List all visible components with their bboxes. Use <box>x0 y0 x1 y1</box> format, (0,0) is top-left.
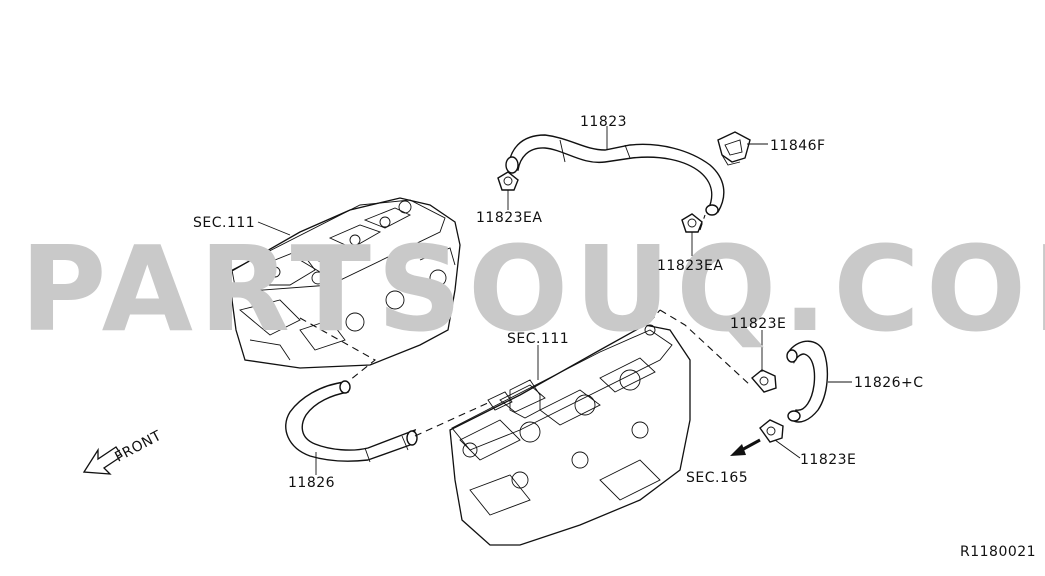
clip-11823ea-right <box>681 213 703 233</box>
leader-lines <box>257 126 852 475</box>
engine-block-upper <box>229 197 461 369</box>
label-11846f: 11846F <box>770 138 826 154</box>
label-sec111-upper: SEC.111 <box>193 215 255 231</box>
label-11823ea-right: 11823EA <box>657 258 723 274</box>
arrow-sec165 <box>730 438 761 456</box>
watermark: PARTSOUQ.COM <box>20 220 1045 358</box>
hose-11826 <box>285 380 418 463</box>
clip-11823e-upper <box>750 369 777 393</box>
engine-block-lower <box>449 324 691 546</box>
clip-11823ea-left <box>497 171 519 191</box>
clip-11823e-lower <box>759 419 784 443</box>
label-11823e-upper: 11823E <box>730 316 786 332</box>
label-ref-code: R1180021 <box>960 544 1036 560</box>
label-front: FRONT <box>112 428 164 466</box>
label-11823e-lower: 11823E <box>800 452 856 468</box>
dashed-connectors <box>299 214 751 437</box>
label-11826: 11826 <box>288 475 335 491</box>
label-sec165: SEC.165 <box>686 470 748 486</box>
label-sec111-lower: SEC.111 <box>507 331 569 347</box>
front-arrow-icon <box>82 446 123 475</box>
hose-11826c <box>786 340 829 423</box>
label-11823ea-left: 11823EA <box>476 210 542 226</box>
clamp-11846f <box>717 131 751 166</box>
label-11826c: 11826+C <box>854 375 924 391</box>
hose-11823 <box>505 134 725 216</box>
label-11823: 11823 <box>580 114 627 130</box>
